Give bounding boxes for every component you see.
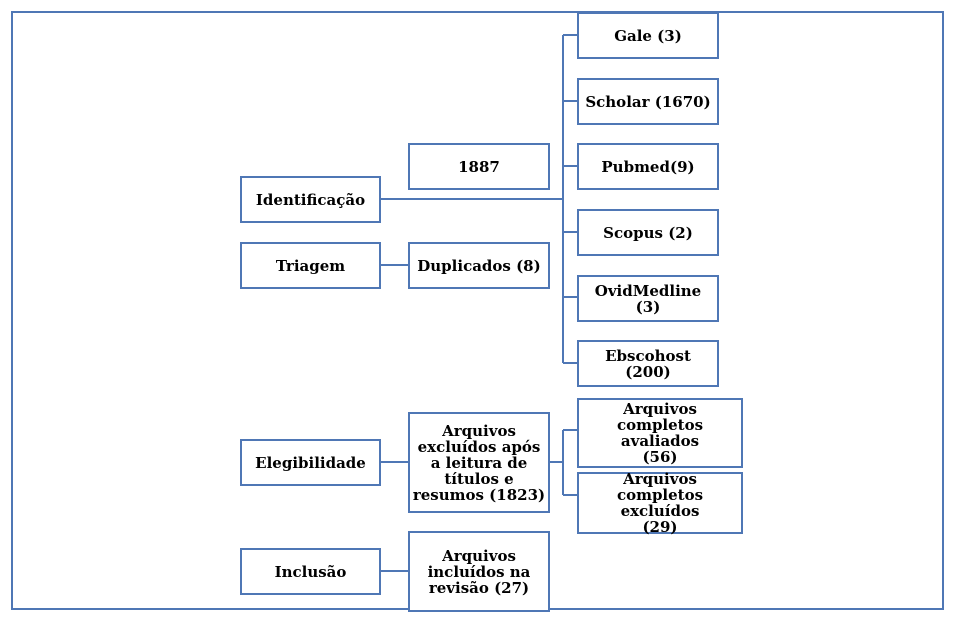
stage-eligibility-box: Elegibilidade: [240, 439, 381, 486]
source-ebscohost-box: Ebscohost (200): [577, 340, 719, 387]
fulltext-excluded-box: Arquivos completos excluídos (29): [577, 470, 743, 536]
stage-eligibility-label: Elegibilidade: [255, 453, 366, 472]
source-pubmed-box: Pubmed(9): [577, 143, 719, 190]
stage-screening-box: Triagem: [240, 242, 381, 289]
duplicates-label: Duplicados (8): [417, 256, 541, 275]
source-scholar-box: Scholar (1670): [577, 78, 719, 125]
stage-inclusion-box: Inclusão: [240, 548, 381, 595]
fulltext-assessed-box: Arquivos completos avaliados (56): [577, 398, 743, 468]
excluded-title-abstract-box: Arquivos excluídos após a leitura de tít…: [408, 412, 550, 513]
included-label: Arquivos incluídos na revisão (27): [427, 546, 531, 597]
source-ebscohost-label: Ebscohost (200): [605, 346, 691, 381]
total-records-label: 1887: [458, 157, 500, 176]
fulltext-assessed-label: Arquivos completos avaliados (56): [616, 400, 704, 466]
stage-screening-label: Triagem: [275, 256, 346, 275]
excluded-title-abstract-label: Arquivos excluídos após a leitura de tít…: [412, 421, 546, 504]
source-gale-box: Gale (3): [577, 12, 719, 59]
stage-inclusion-label: Inclusão: [274, 562, 347, 581]
source-scholar-label: Scholar (1670): [585, 92, 711, 111]
source-pubmed-label: Pubmed(9): [601, 157, 695, 176]
stage-identification-label: Identificação: [255, 190, 366, 209]
source-gale-label: Gale (3): [614, 26, 682, 45]
source-scopus-label: Scopus (2): [603, 223, 693, 242]
fulltext-excluded-label: Arquivos completos excluídos (29): [616, 470, 704, 536]
duplicates-box: Duplicados (8): [408, 242, 550, 289]
total-records-box: 1887: [408, 143, 550, 190]
included-box: Arquivos incluídos na revisão (27): [408, 531, 550, 612]
source-ovidmedline-label: OvidMedline (3): [594, 281, 702, 316]
stage-identification-box: Identificação: [240, 176, 381, 223]
source-ovidmedline-box: OvidMedline (3): [577, 275, 719, 322]
source-scopus-box: Scopus (2): [577, 209, 719, 256]
